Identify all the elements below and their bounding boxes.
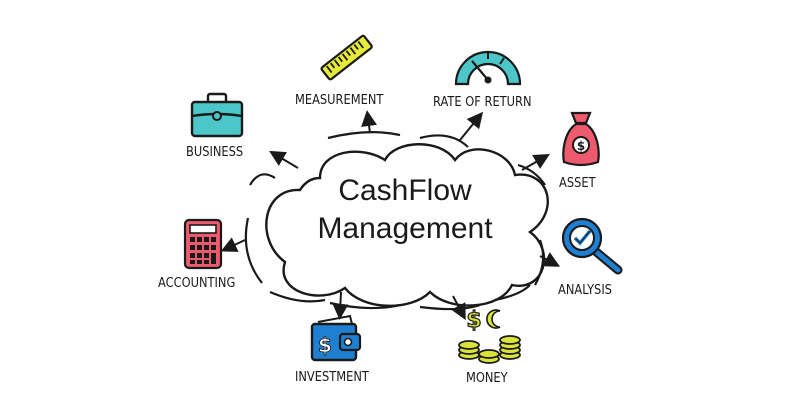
central-topic-line1: CashFlow <box>338 174 472 207</box>
node-label-money: MONEY <box>466 371 508 386</box>
coins-icon: $ <box>458 307 521 364</box>
ruler-icon <box>320 34 373 81</box>
node-label-accounting: ACCOUNTING <box>158 276 236 291</box>
gauge-icon <box>454 50 522 86</box>
node-label-measurement: MEASUREMENT <box>295 93 384 108</box>
svg-text:$: $ <box>577 139 585 153</box>
calculator-icon <box>183 218 223 270</box>
node-label-investment: INVESTMENT <box>295 370 369 385</box>
svg-text:$: $ <box>318 333 332 357</box>
node-label-analysis: ANALYSIS <box>558 283 612 298</box>
briefcase-icon <box>190 92 244 138</box>
node-label-rate-of-return: RATE OF RETURN <box>433 95 532 110</box>
central-topic: CashFlow Management <box>285 172 525 248</box>
money-bag-icon: $ <box>562 111 600 167</box>
node-label-asset: ASSET <box>559 176 596 191</box>
central-topic-line2: Management <box>317 212 493 245</box>
wallet-icon: $ <box>310 314 362 362</box>
node-label-business: BUSINESS <box>186 145 244 160</box>
svg-text:$: $ <box>466 308 481 333</box>
magnifier-check-icon <box>561 217 623 275</box>
connector-arrows <box>220 110 561 321</box>
